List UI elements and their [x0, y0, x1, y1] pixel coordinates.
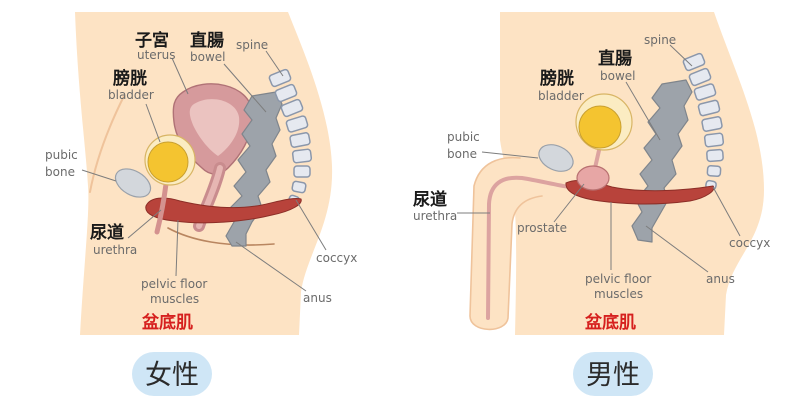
leader-pelvic-floor: [175, 219, 179, 277]
leader-prostate: [553, 183, 585, 223]
female-diagram: 子宮 uterus 直腸 bowel spine 膀胱 bladder pubi…: [45, 12, 357, 396]
leader-coccyx: [712, 186, 741, 237]
caption-pill-background: [132, 352, 212, 396]
leader-anus: [645, 225, 709, 273]
caption-pill-text: 女性: [145, 360, 199, 391]
label-pubic-bone-line1: pubic: [447, 130, 480, 144]
label-bladder-en: bladder: [538, 89, 584, 103]
female-labels: 子宮 uterus 直腸 bowel spine 膀胱 bladder pubi…: [45, 30, 357, 333]
label-urethra-en: urethra: [93, 243, 137, 257]
label-anus: anus: [706, 272, 735, 286]
label-pelvic-floor-highlight: 盆底肌: [584, 312, 636, 333]
vertebra: [682, 52, 706, 72]
leader-pubic-bone: [481, 151, 539, 159]
male-caption-pill: 男性: [573, 352, 653, 396]
label-urethra-en: urethra: [413, 209, 457, 223]
label-pelvic-floor-highlight: 盆底肌: [141, 312, 193, 333]
label-bladder-zh: 膀胱: [113, 68, 147, 89]
label-pelvic-floor-line1: pelvic floor: [141, 277, 207, 291]
leader-bowel: [625, 81, 661, 141]
female-belly-crease: [89, 95, 125, 193]
label-uterus-en: uterus: [137, 48, 175, 62]
label-bladder-zh: 膀胱: [540, 68, 574, 89]
vertebra: [268, 68, 292, 88]
vertebra: [285, 115, 309, 133]
female-leader-lines: [81, 50, 327, 292]
vertebra: [291, 148, 313, 164]
male-penis-outline: [469, 156, 543, 331]
label-anus: anus: [303, 291, 332, 305]
female-caption-pill: 女性: [132, 352, 212, 396]
female-urethra-tube: [154, 181, 169, 235]
label-pelvic-floor-line2: muscles: [594, 287, 643, 301]
leader-spine: [669, 44, 693, 67]
label-urethra-zh: 尿道: [413, 189, 447, 210]
leader-bowel: [223, 63, 267, 113]
leader-pubic-bone: [81, 169, 117, 182]
label-pubic-bone-line1: pubic: [45, 148, 78, 162]
label-uterus-zh: 子宮: [135, 30, 169, 51]
female-pubic-bone: [114, 168, 152, 198]
label-pelvic-floor-line1: pelvic floor: [585, 272, 651, 286]
male-diagram: spine 直腸 bowel 膀胱 bladder pubic bone 尿道 …: [413, 12, 770, 396]
female-body-silhouette: [75, 12, 333, 335]
vertebra: [706, 165, 722, 177]
female-perineum-line: [167, 227, 275, 246]
label-bowel-en: bowel: [600, 69, 636, 83]
label-prostate: prostate: [517, 221, 567, 235]
vertebra: [280, 98, 304, 118]
label-pubic-bone-line2: bone: [45, 165, 75, 179]
vertebra: [289, 132, 311, 148]
label-urethra-zh: 尿道: [90, 222, 124, 243]
label-bowel-zh: 直腸: [598, 48, 632, 69]
female-pelvic-floor-muscle: [145, 197, 302, 224]
female-uterus-cavity: [189, 99, 240, 156]
label-bladder-en: bladder: [108, 88, 154, 102]
male-spine: [682, 52, 725, 191]
label-pelvic-floor-line2: muscles: [150, 292, 199, 306]
label-coccyx: coccyx: [729, 236, 770, 250]
label-pubic-bone-line2: bone: [447, 147, 477, 161]
label-bowel-en: bowel: [190, 50, 226, 64]
leader-uterus: [171, 57, 189, 95]
vertebra: [706, 148, 724, 163]
female-bladder: [147, 141, 189, 183]
label-spine: spine: [644, 33, 676, 47]
vertebra: [688, 67, 712, 87]
leader-anus: [235, 241, 307, 292]
leader-spine: [265, 50, 284, 77]
vertebra: [293, 165, 311, 178]
leader-bladder: [145, 103, 161, 143]
male-pubic-bone: [538, 144, 574, 172]
male-leader-lines: [457, 44, 741, 273]
leader-urethra: [127, 209, 162, 239]
male-labels: spine 直腸 bowel 膀胱 bladder pubic bone 尿道 …: [413, 33, 770, 333]
label-coccyx: coccyx: [316, 251, 357, 265]
vertebra: [693, 83, 717, 101]
vertebra: [701, 116, 723, 132]
male-prostate: [576, 165, 610, 191]
vertebra: [274, 83, 298, 103]
vertebra: [291, 180, 307, 194]
label-bowel-zh: 直腸: [190, 30, 224, 51]
label-spine: spine: [236, 38, 268, 52]
vertebra: [703, 132, 725, 148]
vertebra: [697, 99, 721, 117]
male-bladder: [578, 105, 622, 149]
caption-pill-background: [573, 352, 653, 396]
leader-coccyx: [295, 199, 327, 251]
caption-pill-text: 男性: [586, 360, 640, 391]
